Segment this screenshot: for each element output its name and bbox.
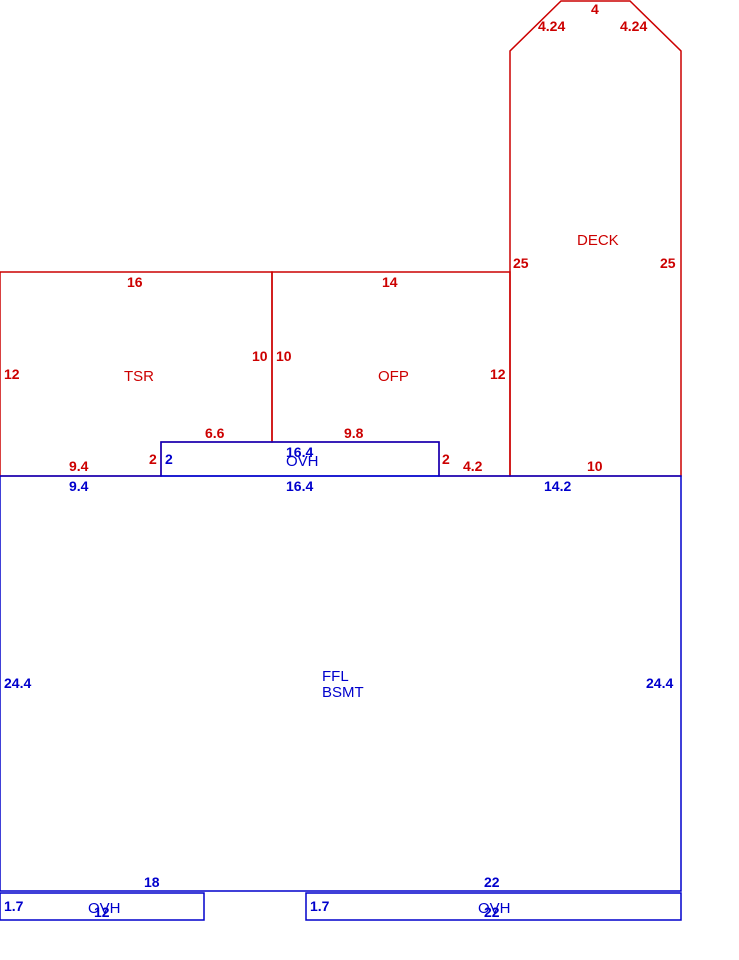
deck-label: DECK (577, 232, 619, 249)
ovh-right-outline[interactable] (305, 892, 682, 921)
bsmt-dim-right: 24.4 (646, 675, 673, 691)
ovh-right-dim-bottom: 22 (484, 904, 500, 920)
ofp-dim-step: 2 (442, 451, 450, 467)
ofp-dim-top: 14 (382, 274, 398, 290)
bsmt-dim-bottom-left: 18 (144, 874, 160, 890)
tsr-dim-notch: 6.6 (205, 425, 225, 441)
tsr-dim-right: 10 (252, 348, 268, 364)
deck-dim-diag-right: 4.24 (620, 18, 647, 34)
ovh-right-dim-side: 1.7 (310, 898, 330, 914)
ofp-dim-notch: 9.8 (344, 425, 364, 441)
ofp-dim-bottom: 4.2 (463, 458, 483, 474)
tsr-dim-bottom: 9.4 (69, 458, 89, 474)
ovh-left-label: OVH (88, 900, 121, 917)
deck-dim-right: 25 (660, 255, 676, 271)
ofp-label: OFP (378, 368, 409, 385)
tsr-dim-top: 16 (127, 274, 143, 290)
ovh-left-dim-side: 1.7 (4, 898, 24, 914)
deck-dim-left: 25 (513, 255, 529, 271)
bsmt-dim-top-mid: 16.4 (286, 478, 313, 494)
ovh-top-dim-top: 16.4 (286, 444, 313, 460)
bsmt-dim-top-right: 14.2 (544, 478, 571, 494)
ovh-top-label: OVH (286, 453, 319, 470)
ovh-left-dim-bottom: 12 (94, 904, 110, 920)
deck-dim-diag-left: 4.24 (538, 18, 565, 34)
bsmt-label-line1: FFL (322, 668, 349, 685)
tsr-label: TSR (124, 368, 154, 385)
ovh-left-outline[interactable] (0, 892, 205, 921)
tsr-dim-step: 2 (149, 451, 157, 467)
bsmt-label-line2: BSMT (322, 684, 364, 701)
bsmt-outline[interactable] (0, 475, 682, 892)
bsmt-dim-bottom-right: 22 (484, 874, 500, 890)
deck-dim-top: 4 (591, 1, 599, 17)
ofp-dim-right: 12 (490, 366, 506, 382)
ofp-dim-left: 10 (276, 348, 292, 364)
bsmt-dim-left: 24.4 (4, 675, 31, 691)
ovh-top-dim-left: 2 (165, 451, 173, 467)
deck-dim-bottom: 10 (587, 458, 603, 474)
ovh-right-label: OVH (478, 900, 511, 917)
tsr-dim-left: 12 (4, 366, 20, 382)
bsmt-dim-top-left: 9.4 (69, 478, 89, 494)
